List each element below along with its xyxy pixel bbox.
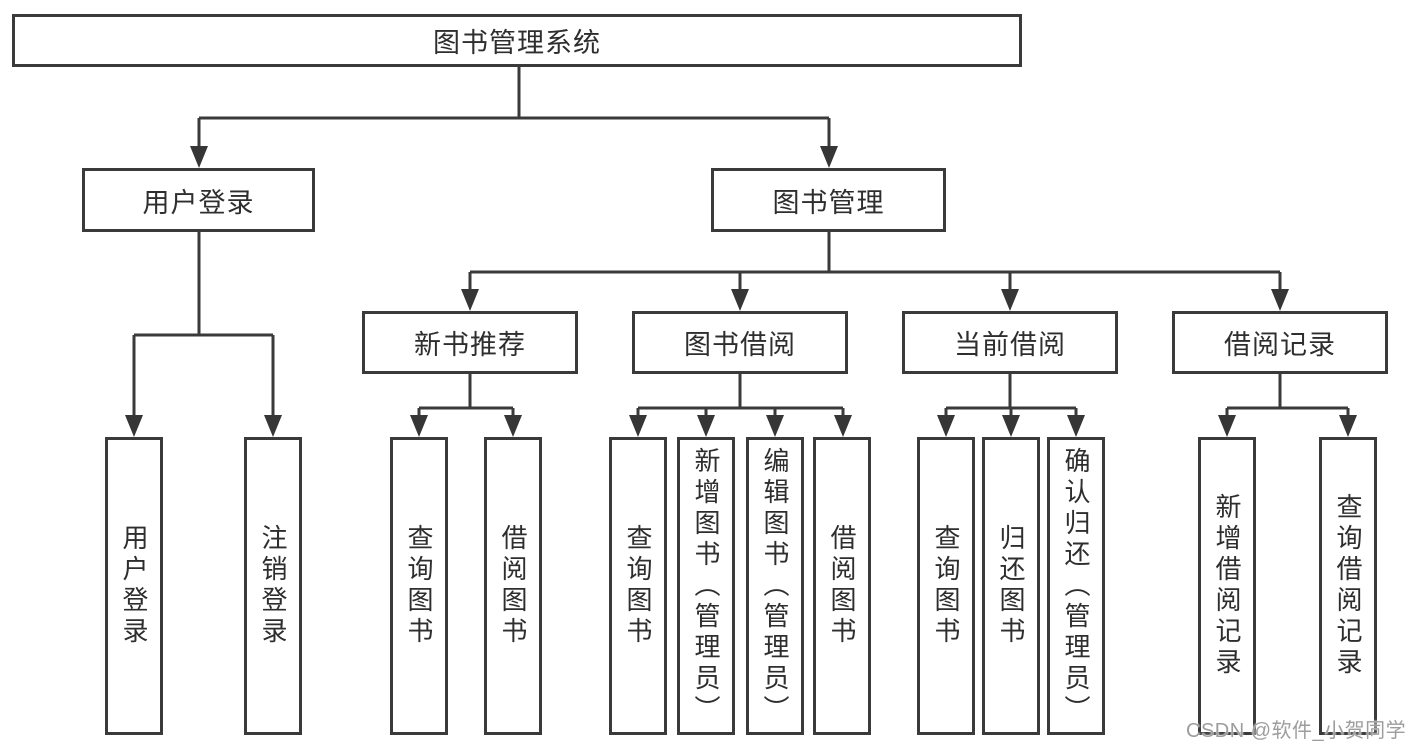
connector-book-borrow-to-leaves	[636, 374, 845, 421]
leaf-borrow-books-recommend: 借阅图书	[484, 437, 542, 735]
leaf-confirm-return-admin: 确认归还（管理员）	[1047, 437, 1105, 735]
leaf-query-books-recommend: 查询图书	[390, 437, 448, 735]
connector-borrow-records-to-leaves	[1225, 374, 1350, 421]
leaf-user-login: 用户登录	[105, 437, 163, 735]
leaf-return-books: 归还图书	[982, 437, 1040, 735]
connector-book-mgmt-to-sections	[468, 232, 1282, 293]
csdn-watermark: CSDN @软件_小贺同学	[1186, 720, 1405, 742]
node-borrow-records: 借阅记录	[1172, 311, 1388, 374]
arrowheads	[125, 146, 1357, 437]
node-book-management-branch: 图书管理	[711, 168, 946, 232]
leaf-edit-books-admin: 编辑图书（管理员）	[746, 437, 804, 735]
leaf-logout: 注销登录	[244, 437, 302, 735]
node-current-borrow: 当前借阅	[902, 311, 1118, 374]
connector-current-borrow-to-leaves	[944, 374, 1078, 421]
leaf-add-books-admin: 新增图书（管理员）	[677, 437, 735, 735]
connector-new-book-to-leaves	[417, 374, 515, 421]
connector-user-login-to-leaves	[132, 232, 275, 419]
node-book-borrow: 图书借阅	[632, 311, 848, 374]
node-new-book-recommend: 新书推荐	[362, 311, 578, 374]
leaf-borrow-books: 借阅图书	[813, 437, 871, 735]
leaf-query-books-current: 查询图书	[917, 437, 975, 735]
connector-root-to-level2	[197, 67, 831, 150]
leaf-query-books-borrow: 查询图书	[609, 437, 667, 735]
leaf-query-borrow-record: 查询借阅记录	[1319, 437, 1377, 735]
node-root-system: 图书管理系统	[12, 14, 1022, 67]
leaf-add-borrow-record: 新增借阅记录	[1198, 437, 1256, 735]
node-user-login-branch: 用户登录	[82, 168, 315, 232]
